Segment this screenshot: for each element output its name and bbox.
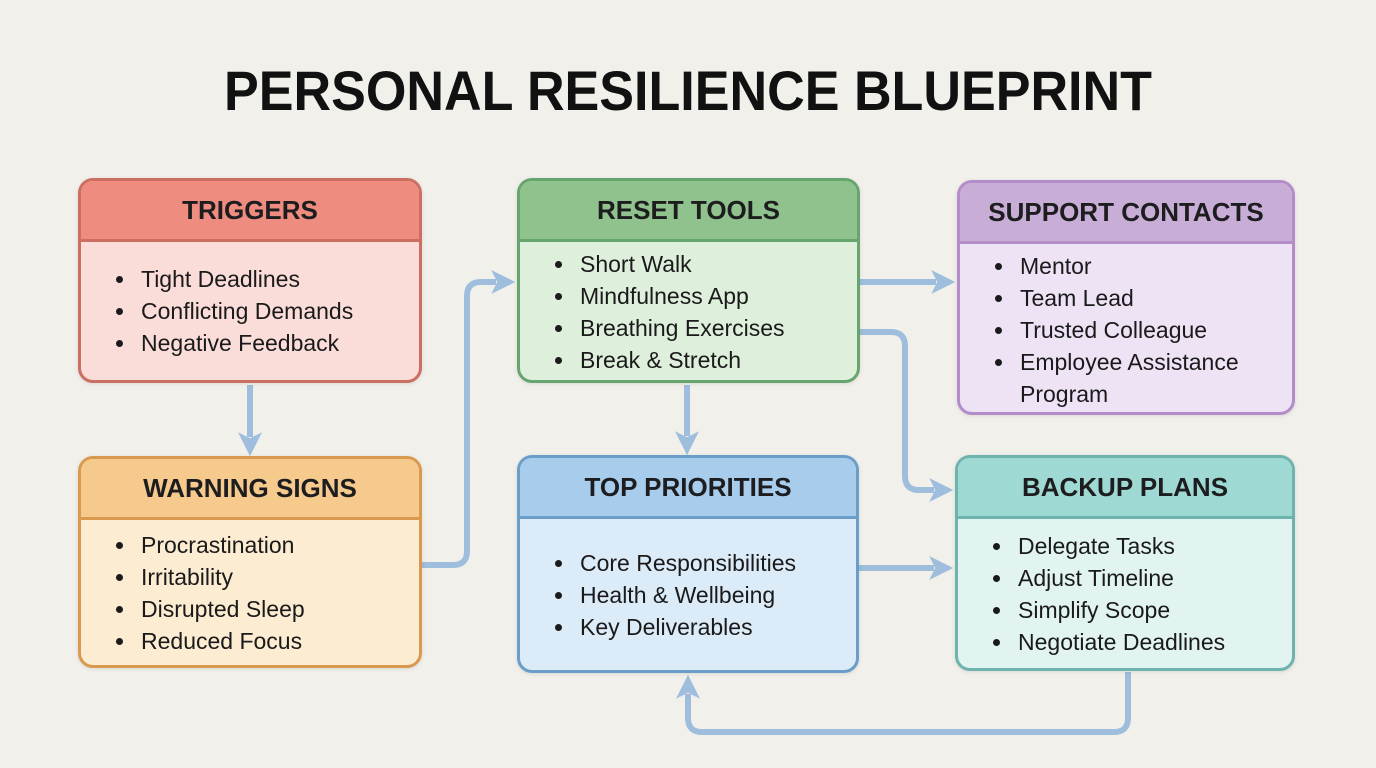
card-support-contacts: SUPPORT CONTACTS MentorTeam LeadTrusted …	[957, 180, 1295, 415]
card-triggers: TRIGGERS Tight DeadlinesConflicting Dema…	[78, 178, 422, 383]
card-reset-tools-list: Short WalkMindfulness AppBreathing Exerc…	[520, 242, 857, 380]
list-item: Employee Assistance Program	[1016, 346, 1282, 410]
card-support-contacts-list: MentorTeam LeadTrusted ColleagueEmployee…	[960, 244, 1292, 412]
list-item: Health & Wellbeing	[576, 579, 846, 611]
list-item: Key Deliverables	[576, 611, 846, 643]
list-item: Simplify Scope	[1014, 594, 1282, 626]
list-item: Break & Stretch	[576, 344, 847, 376]
card-top-priorities: TOP PRIORITIES Core ResponsibilitiesHeal…	[517, 455, 859, 673]
arrow-backup-plans-to-top-priorities	[676, 672, 1131, 735]
page-title: PERSONAL RESILIENCE BLUEPRINT	[224, 59, 1152, 122]
list-item: Team Lead	[1016, 282, 1282, 314]
list-item: Short Walk	[576, 248, 847, 280]
list-item: Disrupted Sleep	[137, 593, 409, 625]
card-top-priorities-title: TOP PRIORITIES	[520, 458, 856, 519]
card-warning-signs-list: ProcrastinationIrritabilityDisrupted Sle…	[81, 520, 419, 665]
list-item: Negotiate Deadlines	[1014, 626, 1282, 658]
card-warning-signs-title: WARNING SIGNS	[81, 459, 419, 520]
card-backup-plans: BACKUP PLANS Delegate TasksAdjust Timeli…	[955, 455, 1295, 671]
list-item: Delegate Tasks	[1014, 530, 1282, 562]
list-item: Mentor	[1016, 250, 1282, 282]
card-warning-signs: WARNING SIGNS ProcrastinationIrritabilit…	[78, 456, 422, 668]
list-item: Trusted Colleague	[1016, 314, 1282, 346]
list-item: Breathing Exercises	[576, 312, 847, 344]
card-backup-plans-title: BACKUP PLANS	[958, 458, 1292, 519]
list-item: Mindfulness App	[576, 280, 847, 312]
card-triggers-title: TRIGGERS	[81, 181, 419, 242]
card-reset-tools: RESET TOOLS Short WalkMindfulness AppBre…	[517, 178, 860, 383]
list-item: Conflicting Demands	[137, 295, 409, 327]
card-support-contacts-title: SUPPORT CONTACTS	[960, 183, 1292, 244]
list-item: Adjust Timeline	[1014, 562, 1282, 594]
card-top-priorities-list: Core ResponsibilitiesHealth & WellbeingK…	[520, 519, 856, 670]
list-item: Negative Feedback	[137, 327, 409, 359]
arrow-reset-tools-to-backup-plans	[860, 329, 954, 502]
card-backup-plans-list: Delegate TasksAdjust TimelineSimplify Sc…	[958, 519, 1292, 668]
list-item: Core Responsibilities	[576, 547, 846, 579]
list-item: Irritability	[137, 561, 409, 593]
arrow-warning-signs-to-reset-tools	[422, 270, 516, 568]
list-item: Tight Deadlines	[137, 263, 409, 295]
card-reset-tools-title: RESET TOOLS	[520, 181, 857, 242]
card-triggers-list: Tight DeadlinesConflicting DemandsNegati…	[81, 242, 419, 380]
list-item: Procrastination	[137, 529, 409, 561]
list-item: Reduced Focus	[137, 625, 409, 657]
